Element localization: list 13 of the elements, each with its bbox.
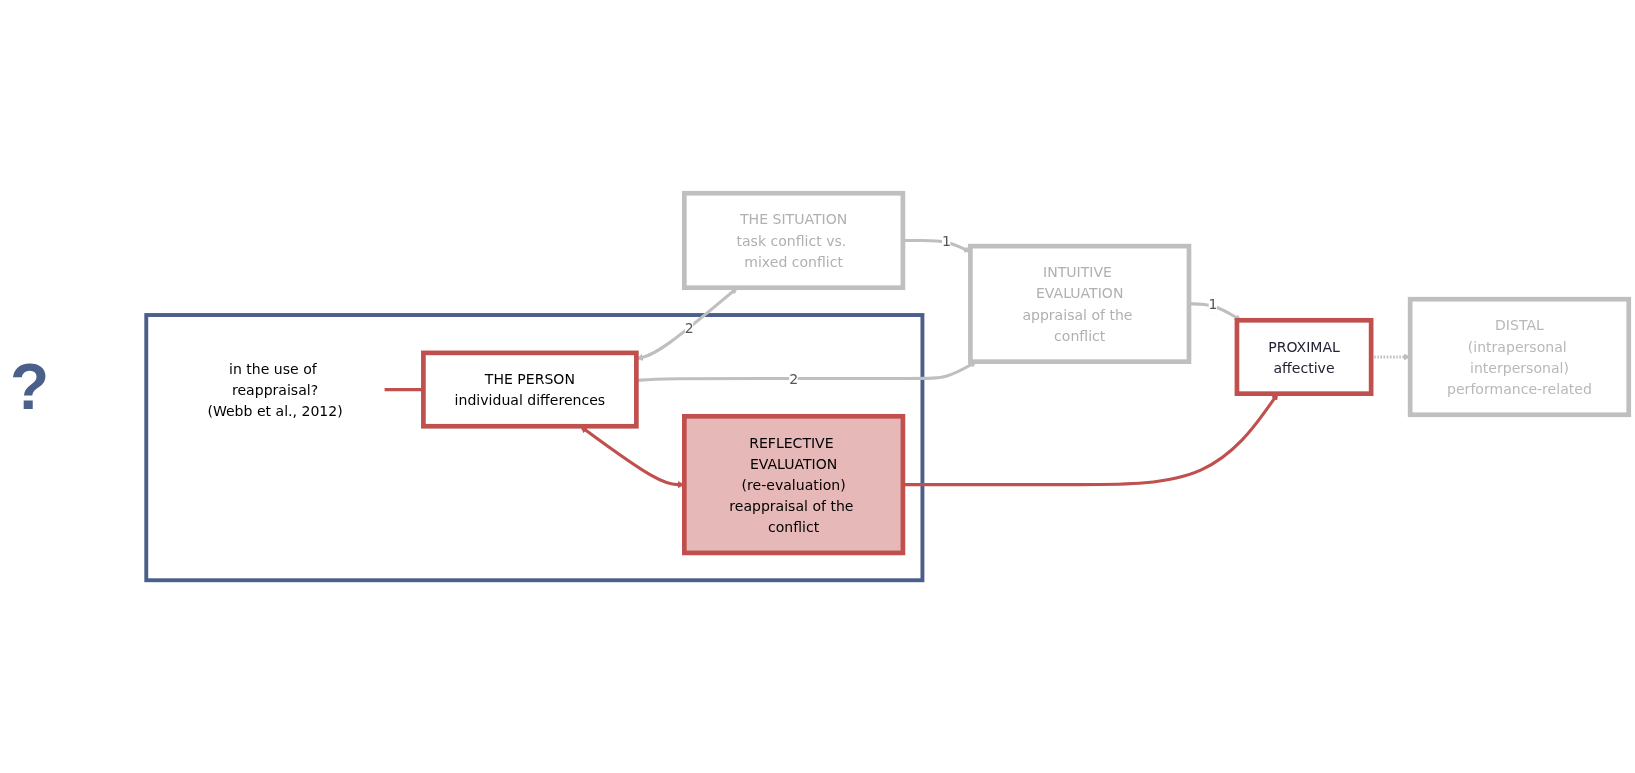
edge-label: 1 bbox=[941, 232, 951, 249]
question-mark: ? bbox=[10, 349, 51, 424]
node-box: REFLECTIVE EVALUATION (re-evaluation) reappraisal of the conflict bbox=[682, 413, 906, 555]
node-box: PROXIMAL affective bbox=[1234, 317, 1374, 396]
node-box: DISTAL (intrapersonal interpersonal) performance-related bbox=[1407, 296, 1632, 417]
node-box: THE PERSON individual differences bbox=[421, 350, 639, 429]
cluster bbox=[144, 312, 925, 582]
node-text: in the use of reappraisal? (Webb et al., 2012) bbox=[207, 360, 343, 419]
node-box: THE SITUATION task conflict vs. mixed conflict bbox=[682, 190, 906, 290]
edge-label: 1 bbox=[1208, 295, 1218, 312]
node-box: INTUITIVE EVALUATION appraisal of the conflict bbox=[968, 243, 1192, 364]
edge-label: 2 bbox=[789, 370, 799, 387]
edge-label: 2 bbox=[684, 319, 694, 336]
